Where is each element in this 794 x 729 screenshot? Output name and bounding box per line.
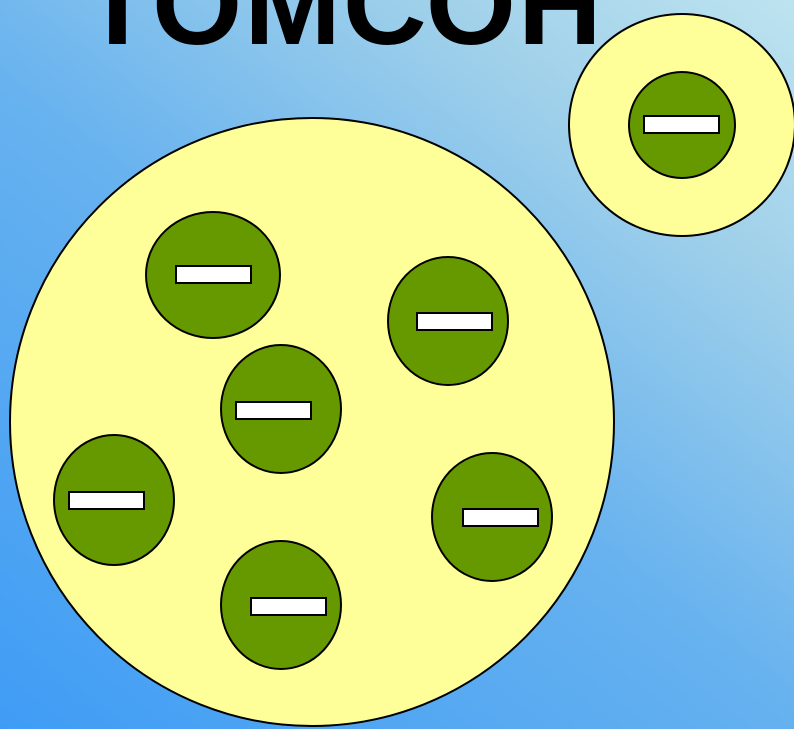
electron-left [53, 434, 175, 566]
minus-sign-icon [462, 508, 539, 527]
slide-title: ТОМСОН [82, 0, 604, 69]
minus-sign-icon [416, 312, 493, 331]
electron-upper-right [387, 256, 509, 386]
minus-sign-icon [68, 491, 145, 510]
minus-sign-icon [235, 401, 312, 420]
minus-sign-icon [643, 115, 720, 134]
electron-bottom [220, 540, 342, 670]
electron-center [220, 344, 342, 474]
minus-sign-icon [250, 597, 327, 616]
electron-upper-left [145, 211, 281, 339]
electron-right [431, 452, 553, 582]
electron-top-right-free [628, 71, 736, 179]
minus-sign-icon [175, 265, 252, 284]
